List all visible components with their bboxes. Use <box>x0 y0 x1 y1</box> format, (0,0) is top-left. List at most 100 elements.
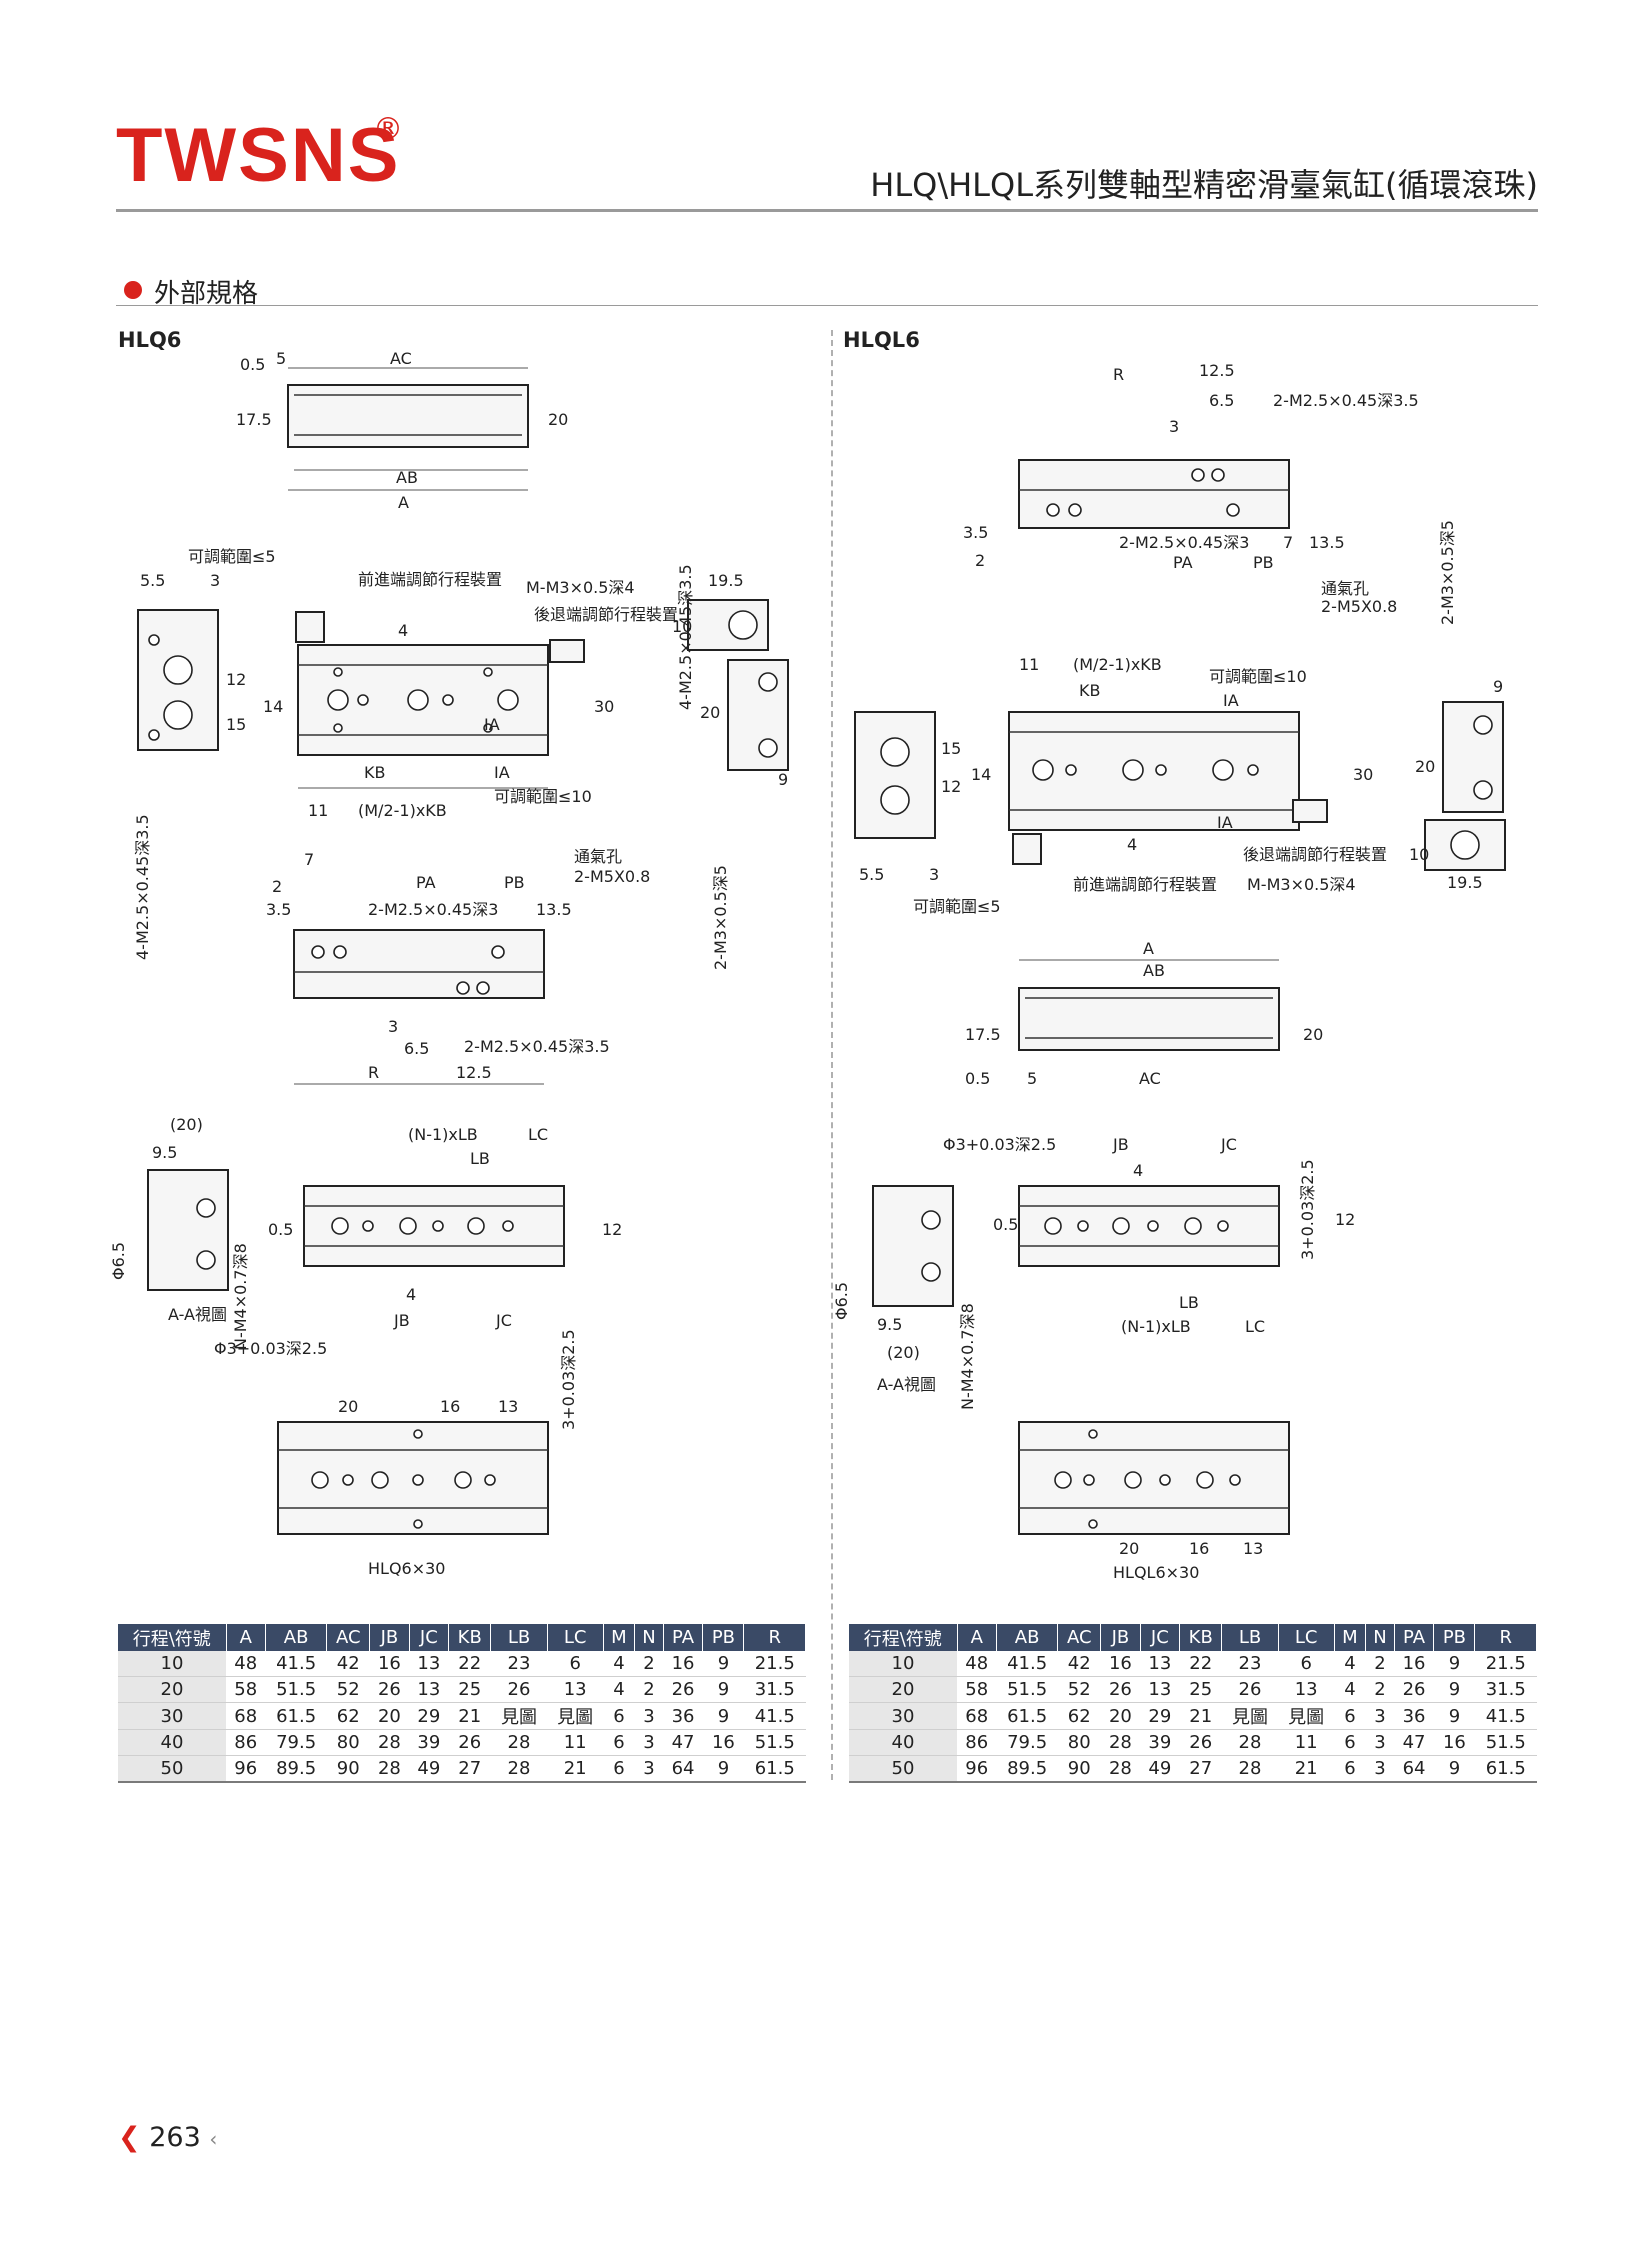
label-front-adjust: 前進端調節行程裝置 <box>358 570 502 589</box>
table-cell: 20 <box>1100 1702 1141 1730</box>
dim-95: 9.5 <box>877 1315 902 1334</box>
label-n-thread: N-M4×0.7深8 <box>231 1243 250 1350</box>
hlq6-aa-view: (20) 9.5 A-A視圖 Φ6.5 N-M4×0.7深8 <box>109 1115 250 1350</box>
registered-mark: ® <box>373 112 403 147</box>
table-cell: 89.5 <box>265 1755 327 1783</box>
table-cell: 9 <box>702 1702 744 1730</box>
table-cell: 26 <box>1394 1676 1434 1703</box>
table-cell: 50 <box>849 1755 957 1783</box>
table-cell: 3 <box>634 1755 664 1783</box>
table-header-cell: LB <box>1221 1624 1279 1651</box>
dim-05-side: 0.5 <box>993 1215 1018 1234</box>
table-cell: 21 <box>1278 1755 1335 1783</box>
dim-ab: AB <box>396 468 418 487</box>
dim-phi65: Φ6.5 <box>109 1242 128 1280</box>
table-cell: 89.5 <box>996 1755 1058 1783</box>
table-cell: 61.5 <box>265 1702 327 1730</box>
table-cell: 27 <box>1179 1755 1222 1783</box>
table-cell: 31.5 <box>1474 1676 1537 1703</box>
next-arrow-icon: ‹ <box>209 2127 218 2151</box>
table-cell: 26 <box>1100 1676 1141 1703</box>
table-header-cell: 行程\符號 <box>849 1624 958 1651</box>
hlq6x30-view: 20 16 13 HLQ6×30 <box>277 1397 549 1578</box>
table-cell: 79.5 <box>996 1729 1058 1756</box>
table-cell: 16 <box>663 1651 703 1677</box>
dim-4-detail: 4 <box>1133 1161 1143 1180</box>
column-divider <box>831 330 833 1780</box>
label-pin-depth: 3+0.03深2.5 <box>1298 1159 1317 1260</box>
table-cell: 13 <box>1140 1651 1180 1677</box>
dim-12-side: 12 <box>226 670 246 689</box>
table-cell: 40 <box>118 1729 226 1756</box>
dim-kb: KB <box>1079 681 1100 700</box>
table-cell: 62 <box>326 1702 370 1730</box>
table-cell: 21 <box>1179 1702 1222 1730</box>
table-cell: 28 <box>1221 1755 1279 1783</box>
dim-ia-bottom: IA <box>494 763 510 782</box>
table-cell: 13 <box>409 1676 449 1703</box>
table-cell: 51.5 <box>1474 1729 1537 1756</box>
label-thread-2m25-35: 2-M2.5×0.45深3.5 <box>464 1037 610 1056</box>
section-title: 外部規格 <box>154 279 259 309</box>
dim-3-side: 3 <box>929 865 939 884</box>
hlq6-drawing: AC 5 0.5 17.5 20 AB A 可調範圍≤5 前進端調節行程裝置 M… <box>109 349 789 1578</box>
table-cell: 25 <box>448 1676 491 1703</box>
table-cell: 6 <box>1334 1702 1366 1730</box>
dim-ia: IA <box>1223 691 1239 710</box>
table-cell: 86 <box>957 1729 997 1756</box>
table-cell: 6 <box>603 1755 635 1783</box>
table-cell: 見圖 <box>1221 1702 1279 1730</box>
title-divider <box>116 209 1538 212</box>
table-cell: 6 <box>1334 1755 1366 1783</box>
dim-35: 3.5 <box>266 900 291 919</box>
dim-ia: IA <box>484 715 500 734</box>
table-cell: 13 <box>1140 1676 1180 1703</box>
dim-jc: JC <box>1220 1135 1237 1154</box>
dim-135: 13.5 <box>1309 533 1345 552</box>
dim-jc: JC <box>495 1311 512 1330</box>
hlql6-top-view: A AB 17.5 20 0.5 5 AC <box>965 939 1323 1088</box>
dim-ac: AC <box>390 349 412 368</box>
table-cell: 11 <box>547 1729 604 1756</box>
label-vent-spec: 2-M5X0.8 <box>1321 597 1397 616</box>
page-title: HLQ\HLQL系列雙軸型精密滑臺氣缸(循環滾珠) <box>870 166 1538 204</box>
dim-7: 7 <box>304 850 314 869</box>
table-cell: 9 <box>702 1676 744 1703</box>
table-cell: 30 <box>849 1702 957 1730</box>
dim-20-end: 20 <box>700 703 720 722</box>
table-cell: 13 <box>1278 1676 1335 1703</box>
table-cell: 16 <box>702 1729 744 1756</box>
label-n-thread: N-M4×0.7深8 <box>958 1303 977 1410</box>
table-cell: 28 <box>490 1729 548 1756</box>
table-cell: 27 <box>448 1755 491 1783</box>
dim-a: A <box>398 493 409 512</box>
dim-195: 19.5 <box>1447 873 1483 892</box>
table-cell: 9 <box>1433 1676 1475 1703</box>
table-header-cell: LB <box>490 1624 548 1651</box>
hlql6-front-view: 11 (M/2-1)xKB 可調範圍≤10 KB IA 14 30 IA 4 後… <box>913 655 1387 916</box>
table-cell: 16 <box>1100 1651 1141 1677</box>
page-number: ❮ 263 ‹ <box>118 2122 217 2153</box>
table-cell: 68 <box>226 1702 266 1730</box>
dim-lb: LB <box>1179 1293 1199 1312</box>
dim-05-side: 0.5 <box>268 1220 293 1239</box>
table-cell: 20 <box>369 1702 410 1730</box>
table-cell: 41.5 <box>996 1651 1058 1677</box>
prev-arrow-icon: ❮ <box>118 2122 141 2153</box>
model-label-right: HLQL6 <box>843 328 920 352</box>
table-cell: 90 <box>326 1755 370 1783</box>
table-cell: 9 <box>1433 1702 1475 1730</box>
dim-11: 11 <box>1019 655 1039 674</box>
dim-9: 9 <box>1493 677 1503 696</box>
label-pin: Φ3+0.03深2.5 <box>943 1135 1056 1154</box>
table-cell: 51.5 <box>996 1676 1058 1703</box>
table-header-cell: M <box>603 1624 636 1651</box>
table-header-cell: N <box>634 1624 664 1651</box>
table-cell: 48 <box>226 1651 266 1677</box>
table-header-cell: LC <box>547 1624 604 1651</box>
table-cell: 42 <box>1057 1651 1101 1677</box>
table-cell: 61.5 <box>996 1702 1058 1730</box>
table-cell: 61.5 <box>1474 1755 1537 1783</box>
